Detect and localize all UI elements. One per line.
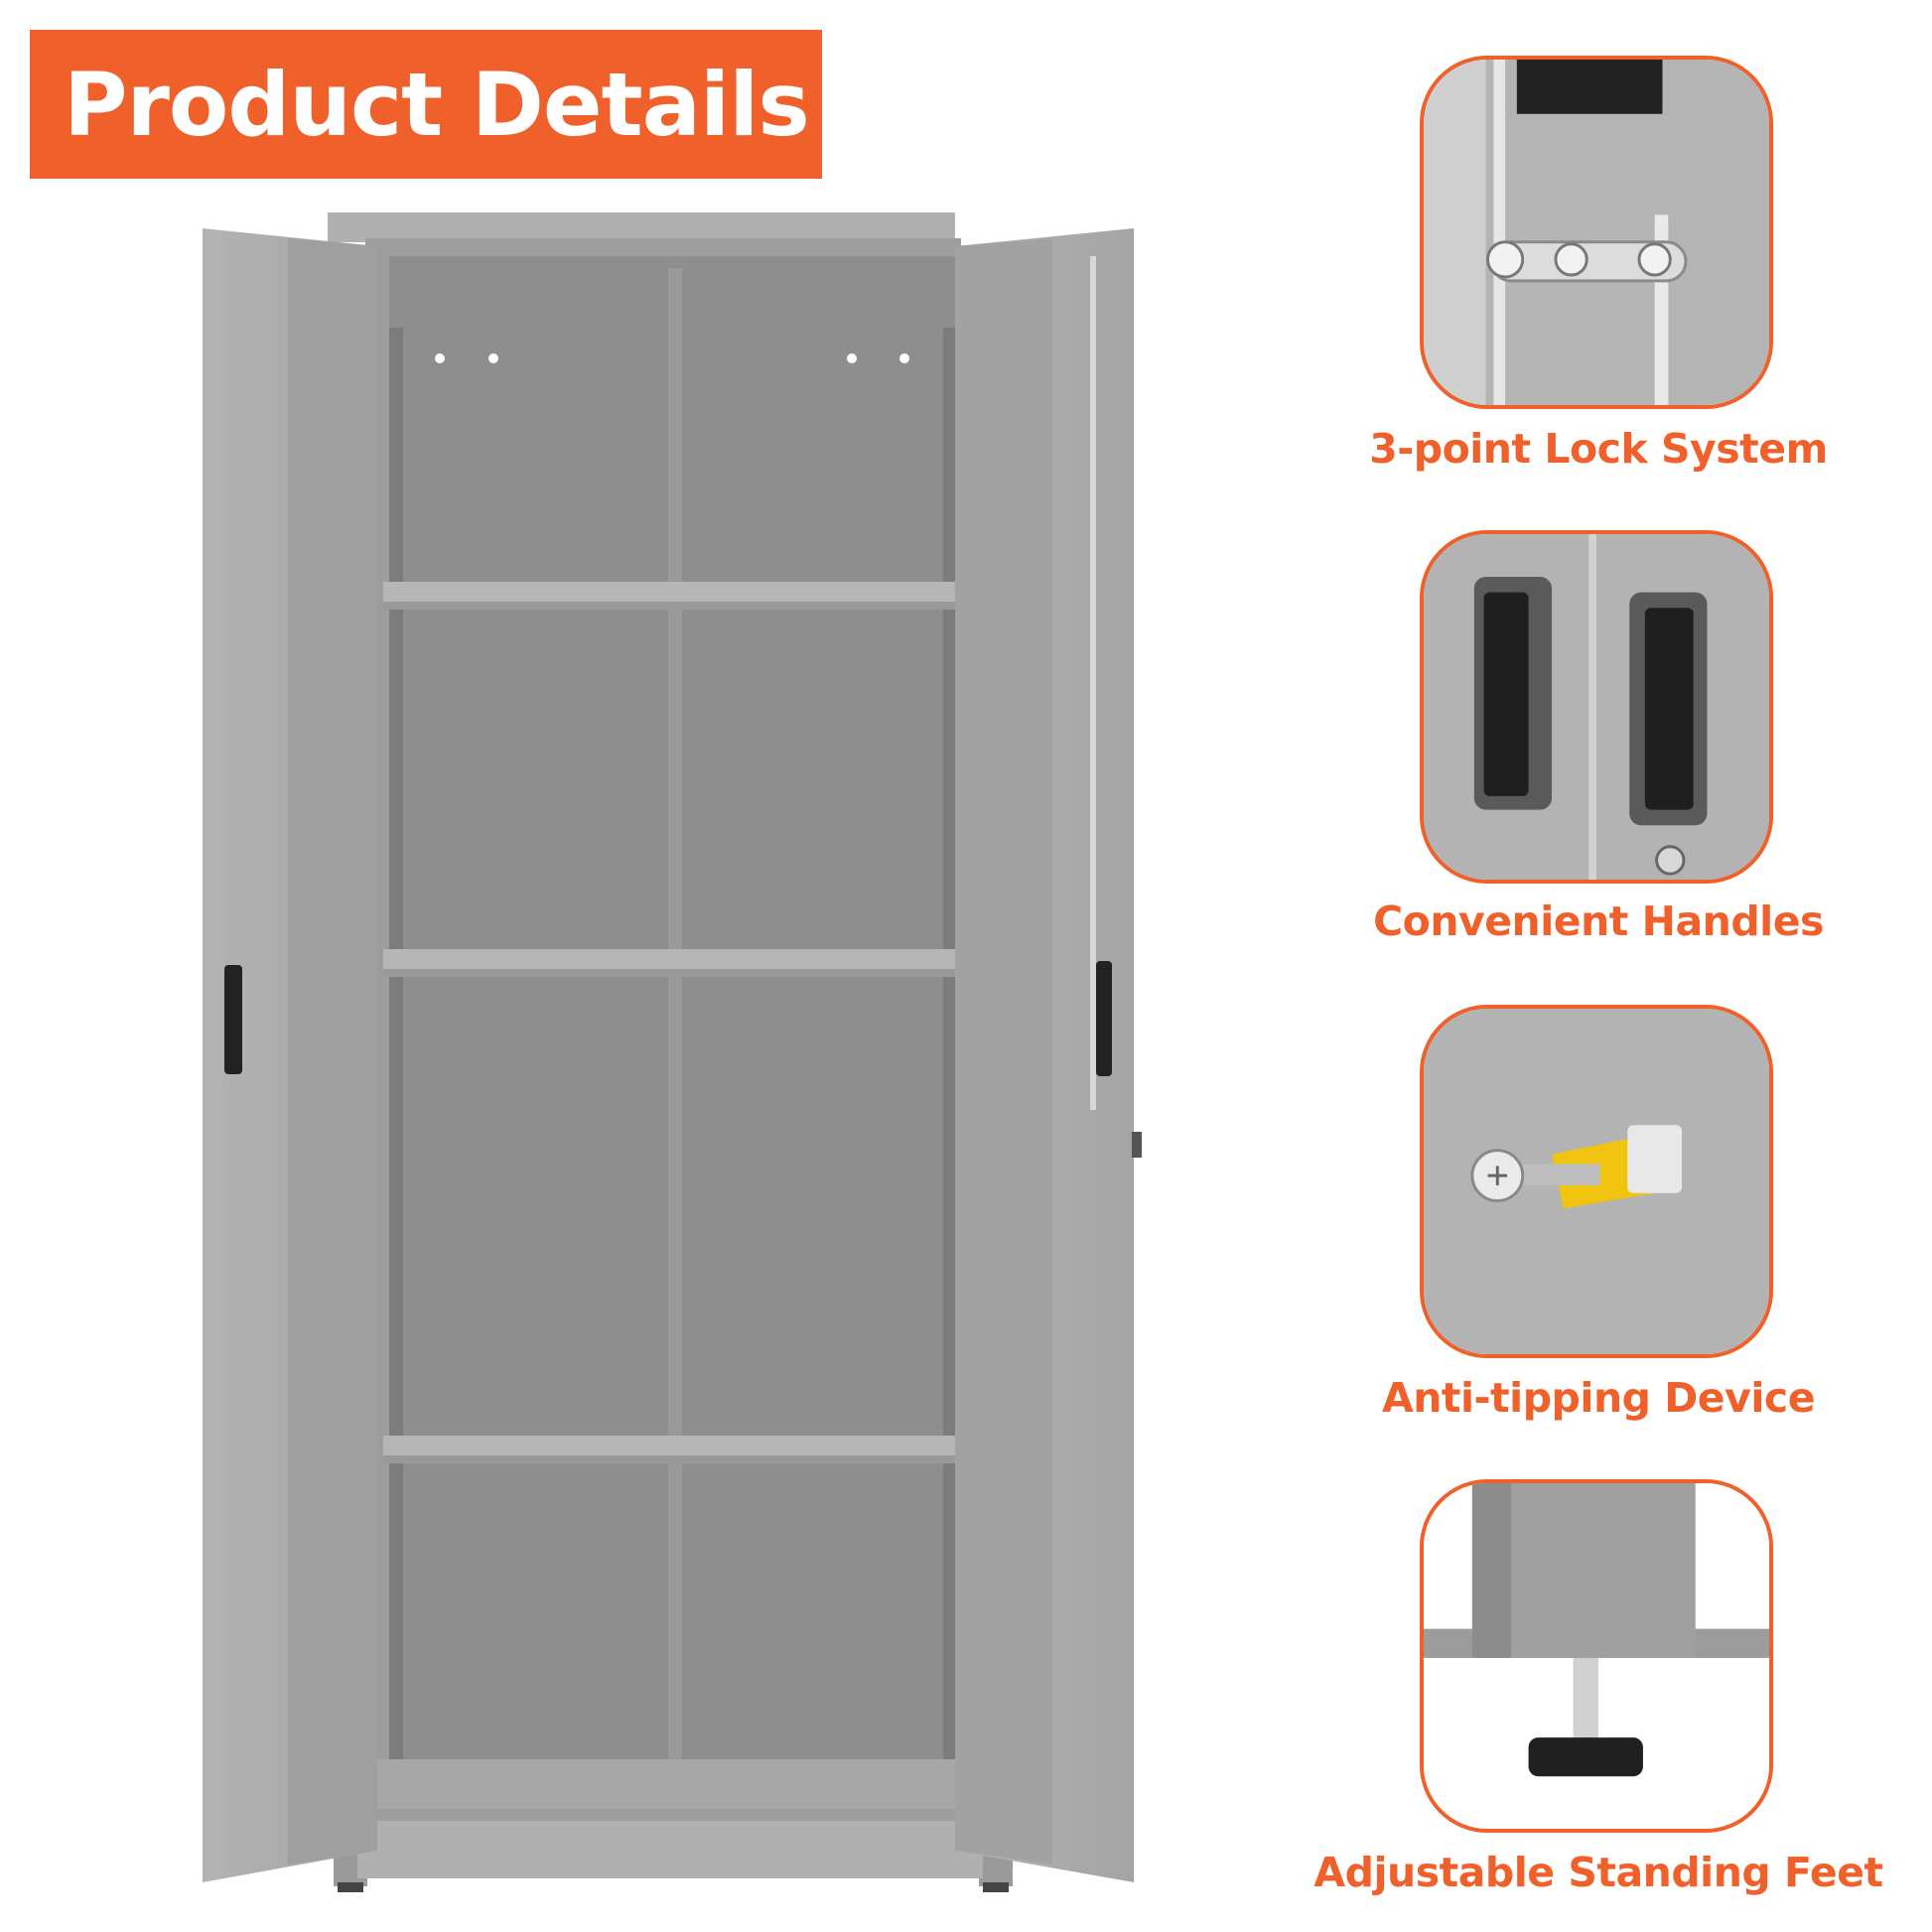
cabinet-image (203, 212, 1142, 1892)
mount-hole (488, 353, 498, 363)
shelf-rail-left (389, 328, 403, 1787)
leveling-foot-icon (1424, 1483, 1769, 1829)
handle-icon (1424, 534, 1769, 880)
title-banner: Product Details (30, 30, 822, 179)
lock-detail-label: 3-point Lock System (1369, 425, 1828, 473)
handles-detail-label: Convenient Handles (1373, 897, 1824, 945)
cabinet-top (328, 212, 955, 242)
page-title: Product Details (64, 53, 810, 156)
feet-detail-card (1420, 1479, 1773, 1833)
handles-detail-card (1420, 530, 1773, 884)
lock-rod (1090, 256, 1096, 1110)
lock-latch-icon (1424, 60, 1769, 405)
shelf-rail-right (943, 328, 957, 1787)
center-seam (668, 268, 682, 1807)
cabinet-base (377, 1759, 963, 1809)
wall-anchor-icon (1424, 1009, 1769, 1354)
key-lock (1132, 1132, 1142, 1158)
right-door-handle (1096, 961, 1112, 1076)
plinth (357, 1821, 983, 1878)
lock-detail-card (1420, 56, 1773, 409)
anti-tipping-detail-card (1420, 1005, 1773, 1358)
mount-hole (847, 353, 857, 363)
left-door-handle (224, 965, 242, 1074)
anti-tipping-detail-label: Anti-tipping Device (1381, 1374, 1816, 1422)
mount-hole (899, 353, 909, 363)
feet-detail-label: Adjustable Standing Feet (1313, 1849, 1883, 1896)
mount-hole (435, 353, 445, 363)
